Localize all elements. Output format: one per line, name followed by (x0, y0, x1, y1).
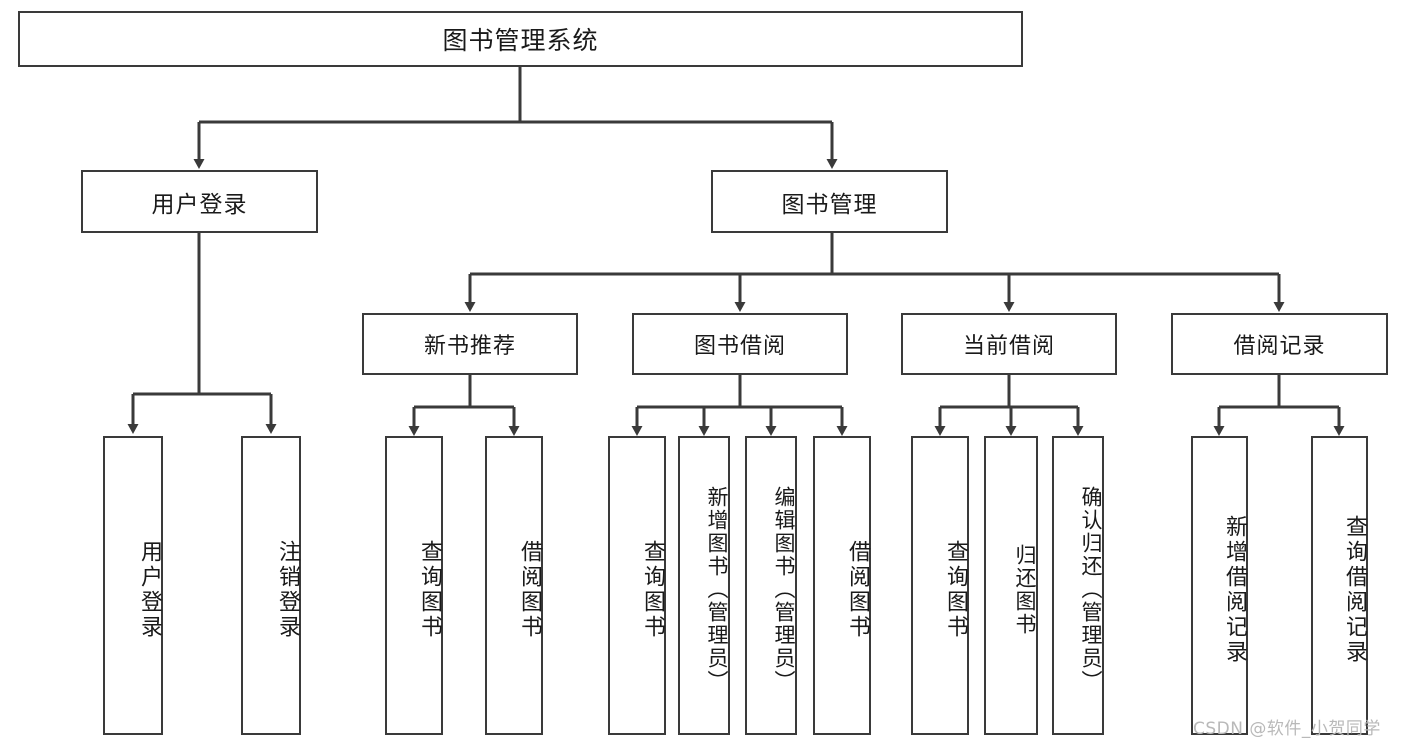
node-leaf-edit-book-admin[interactable]: 编辑图书（管理员） (745, 436, 797, 735)
node-user-login[interactable]: 用户登录 (81, 170, 318, 233)
node-leaf-query-book-current[interactable]: 查询图书 (911, 436, 969, 735)
node-leaf-return-book[interactable]: 归还图书 (984, 436, 1038, 735)
node-label: 用户登录 (137, 539, 162, 640)
node-root-book-management-system[interactable]: 图书管理系统 (18, 11, 1023, 67)
node-leaf-add-book-admin[interactable]: 新增图书（管理员） (678, 436, 730, 735)
node-leaf-user-logout[interactable]: 注销登录 (241, 436, 301, 735)
node-leaf-borrow-book-borrow[interactable]: 借阅图书 (813, 436, 871, 735)
node-leaf-add-borrow-record[interactable]: 新增借阅记录 (1191, 436, 1248, 735)
node-label: 新增借阅记录 (1222, 514, 1247, 665)
node-label: 图书借阅 (693, 334, 786, 359)
node-leaf-borrow-book-recommend[interactable]: 借阅图书 (485, 436, 543, 735)
node-label: 查询图书 (943, 539, 968, 640)
node-leaf-query-book-borrow[interactable]: 查询图书 (608, 436, 666, 735)
node-book-borrow[interactable]: 图书借阅 (632, 313, 848, 375)
node-label: 图书管理 (781, 191, 878, 218)
node-label: 查询图书 (417, 539, 442, 640)
node-label: 图书管理系统 (442, 26, 599, 55)
node-label: 借阅记录 (1233, 334, 1326, 359)
node-leaf-query-borrow-record[interactable]: 查询借阅记录 (1311, 436, 1368, 735)
node-book-management[interactable]: 图书管理 (711, 170, 948, 233)
node-label: 编辑图书（管理员） (772, 486, 796, 693)
node-label: 借阅图书 (845, 539, 870, 640)
node-label: 新书推荐 (423, 334, 516, 359)
node-label: 用户登录 (151, 191, 248, 218)
node-leaf-confirm-return-admin[interactable]: 确认归还（管理员） (1052, 436, 1104, 735)
node-label: 注销登录 (275, 539, 300, 640)
node-new-book-recommend[interactable]: 新书推荐 (362, 313, 578, 375)
node-borrow-record[interactable]: 借阅记录 (1171, 313, 1388, 375)
node-leaf-user-login[interactable]: 用户登录 (103, 436, 163, 735)
node-label: 确认归还（管理员） (1079, 486, 1103, 693)
node-label: 归还图书 (1013, 543, 1037, 636)
node-label: 查询图书 (640, 539, 665, 640)
node-label: 查询借阅记录 (1342, 514, 1367, 665)
node-leaf-query-book-recommend[interactable]: 查询图书 (385, 436, 443, 735)
csdn-watermark: CSDN @软件_小贺同学 (1193, 719, 1381, 739)
node-label: 当前借阅 (962, 334, 1055, 359)
node-current-borrow[interactable]: 当前借阅 (901, 313, 1117, 375)
node-label: 新增图书（管理员） (705, 486, 729, 693)
node-label: 借阅图书 (517, 539, 542, 640)
